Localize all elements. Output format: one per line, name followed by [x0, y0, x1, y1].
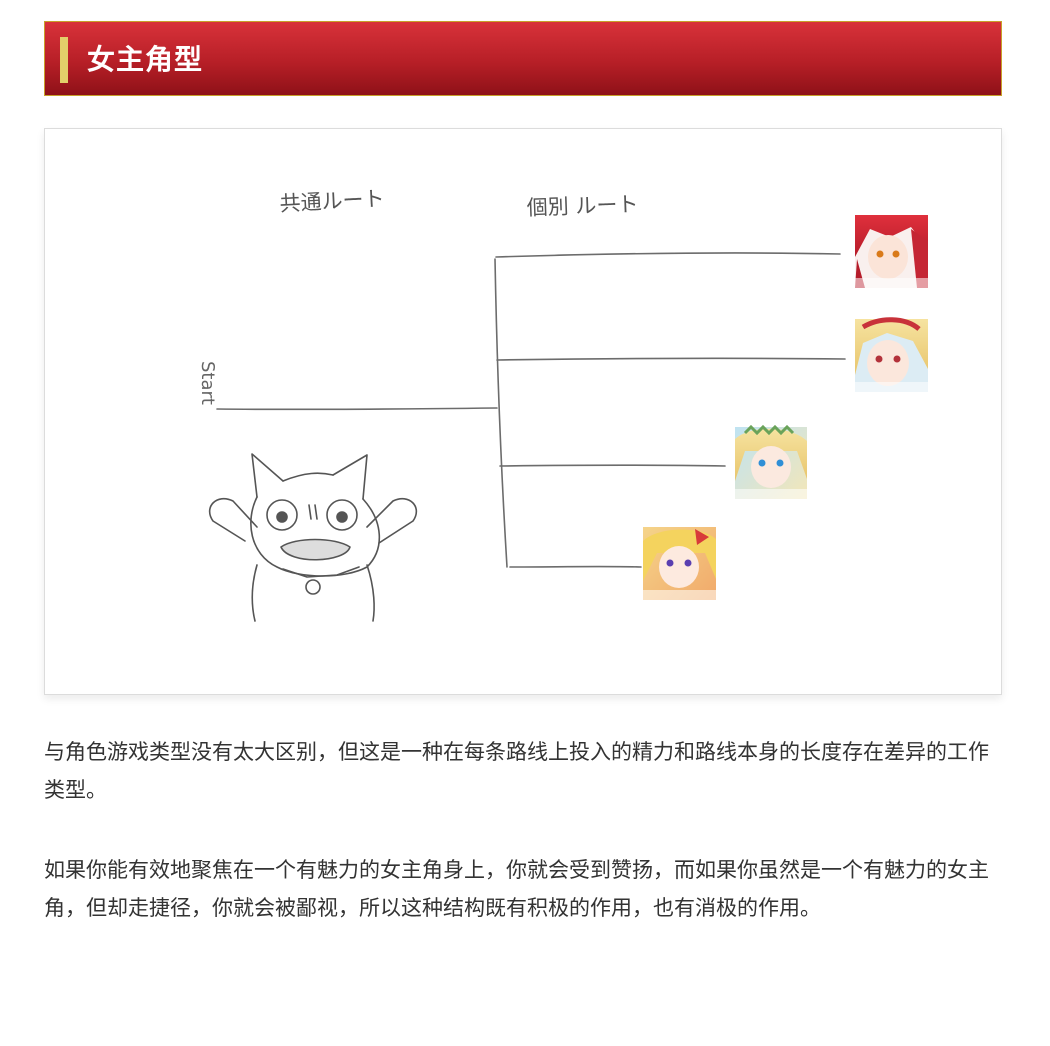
article-paragraph-2: 如果你能有效地聚焦在一个有魅力的女主角身上，你就会受到赞扬，而如果你虽然是一个有… [44, 858, 989, 920]
common-route-label: 共通ルート [279, 187, 385, 216]
branch-line-1 [495, 252, 841, 258]
heroine-portrait-4 [643, 527, 716, 600]
individual-route-label: 個別 ルート [526, 192, 638, 220]
branch-line-3 [499, 464, 726, 467]
article-paragraph-1: 与角色游戏类型没有太大区别，但这是一种在每条路线上投入的精力和路线本身的长度存在… [44, 740, 989, 802]
branch-line-2 [496, 357, 846, 361]
route-lines [216, 252, 846, 568]
heroine-portrait-2 [855, 317, 928, 392]
route-diagram-sketch: 共通ルート 個別 ルート Start [197, 187, 928, 622]
heroine-portrait-3 [735, 424, 807, 499]
start-label: Start [197, 361, 218, 405]
route-diagram-figure: 共通ルート 個別 ルート Start [44, 128, 1002, 695]
section-title: 女主角型 [87, 43, 204, 76]
common-route-line [216, 407, 498, 411]
branch-vertical-line [494, 258, 508, 568]
heading-accent-bar [60, 37, 68, 83]
heroine-portrait-1 [855, 215, 928, 288]
section-heading: 女主角型 [44, 21, 1002, 96]
cat-mascot-illustration [208, 453, 418, 622]
